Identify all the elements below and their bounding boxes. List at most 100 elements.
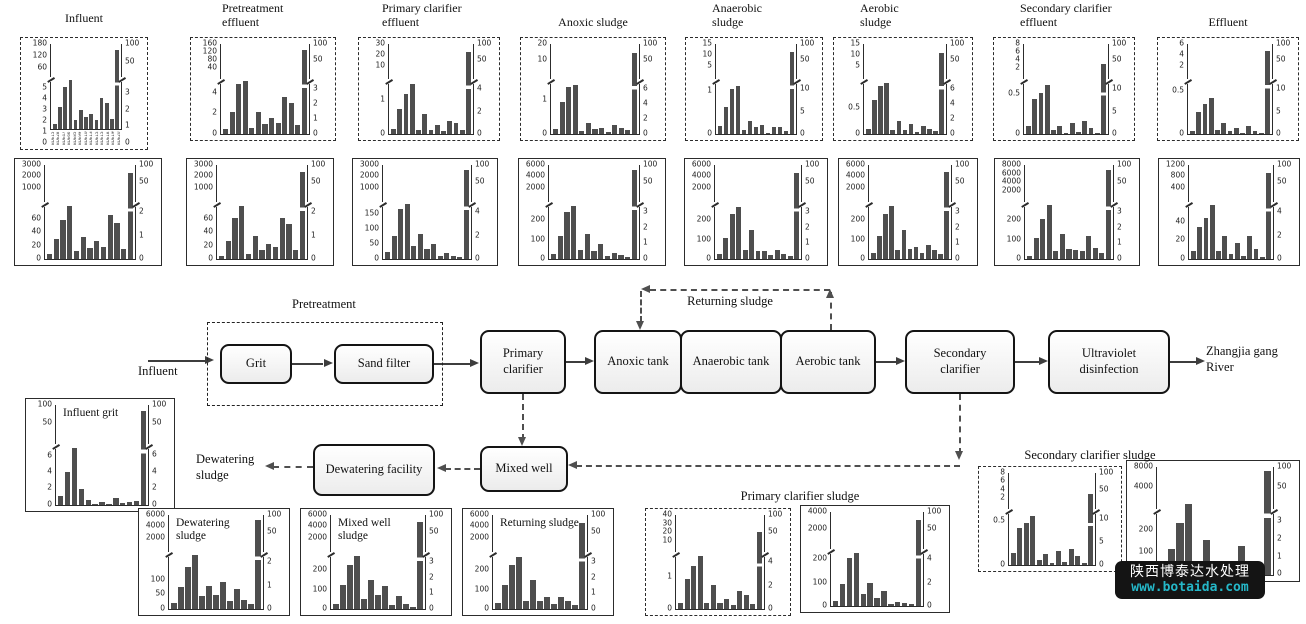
axis-tick-label: 4000 <box>307 520 327 530</box>
bar <box>1196 111 1202 134</box>
bar <box>87 247 93 259</box>
arrowhead-down-icon <box>636 321 644 330</box>
axis-tick-label: 2000 <box>1001 184 1021 194</box>
axis-tick-label: 2000 <box>691 181 711 191</box>
bar <box>453 123 459 134</box>
bar <box>1082 121 1088 134</box>
axis-tick-label: 100 <box>477 38 492 48</box>
bar <box>753 126 759 134</box>
bar <box>1044 85 1050 134</box>
axis-tick-label: 0 <box>475 253 480 263</box>
axis-tick-label: 0 <box>542 128 547 138</box>
bar <box>171 603 177 609</box>
bar <box>1221 123 1227 134</box>
returning-sludge-line-vertical-left <box>640 291 642 322</box>
axis-tick-label: 3 <box>1117 206 1122 216</box>
axis-break-mark <box>827 548 834 554</box>
axis-tick-label: 0 <box>1016 253 1021 263</box>
bar <box>565 601 571 609</box>
axis-tick-label: 100 <box>429 509 444 519</box>
axis-tick-label: 2000 <box>145 531 165 541</box>
axis-break-mark <box>711 201 718 207</box>
bar <box>618 127 624 134</box>
bar <box>890 130 896 134</box>
axis-tick-label: 2000 <box>307 531 327 541</box>
bar <box>416 129 421 134</box>
watermark-url-link[interactable]: www.botaida.com <box>1131 579 1249 595</box>
bar <box>104 102 109 129</box>
bar <box>63 86 68 129</box>
bar <box>1253 248 1259 259</box>
axis-tick-label: 40 <box>31 226 41 236</box>
bar <box>100 246 107 259</box>
chart-title: Returning sludge <box>500 517 579 529</box>
axis-tick-label: 10 <box>537 54 547 64</box>
bar <box>895 249 901 259</box>
axis-break-mark <box>468 201 475 207</box>
bar <box>1208 98 1214 134</box>
bar <box>920 125 926 134</box>
arrowhead-right-icon <box>896 357 905 365</box>
axis-break-mark <box>584 551 591 557</box>
bar <box>737 591 743 609</box>
axis-tick-label: 100 <box>125 38 140 48</box>
bar <box>881 590 887 606</box>
bar <box>1215 129 1220 134</box>
arrowhead-right-icon <box>205 356 214 364</box>
axis-tick-label: 50 <box>1277 176 1287 186</box>
axis-tick-label: 100 <box>768 509 783 519</box>
bar <box>92 504 98 505</box>
axis-tick-label: 3 <box>125 87 130 97</box>
axis-tick-label: 2 <box>591 571 596 581</box>
bar <box>1069 123 1075 134</box>
primary-clarifier-sludge-label: Primary clarifier sludge <box>740 489 860 503</box>
watermark-company-name: 陕西博泰达水处理 <box>1130 564 1250 581</box>
axis-tick-label: 100 <box>364 223 379 233</box>
axis-tick-label: 8000 <box>1133 461 1153 471</box>
bar <box>736 207 742 259</box>
arrow-aerobic-to-secondary <box>876 361 897 364</box>
axis-tick-label: 100 <box>474 583 489 593</box>
bar <box>110 118 114 129</box>
bar <box>450 256 456 259</box>
axis-tick-label: 40 <box>662 509 672 519</box>
bar <box>1227 131 1233 134</box>
axis-tick-label: 100 <box>955 159 970 169</box>
bar <box>463 169 470 259</box>
arrow-grit-to-sand-filter <box>292 363 323 366</box>
axis-break-mark <box>1092 508 1099 514</box>
axis-break-mark <box>145 444 152 449</box>
axis-tick-label: 0 <box>805 253 810 263</box>
secondary-to-mixed-well-line-vertical <box>959 394 961 454</box>
axis-tick-label: 3 <box>313 83 318 93</box>
axis-tick-label: 0 <box>1015 128 1020 138</box>
bar <box>385 252 391 259</box>
axis-tick-label: 50 <box>643 176 653 186</box>
bar <box>255 519 261 609</box>
primary-to-mixed-well-line <box>522 394 524 440</box>
plot-area <box>165 515 267 610</box>
axis-tick-label: 3 <box>955 206 960 216</box>
axis-tick-label: 50 <box>800 54 810 64</box>
axis-tick-label: 50 <box>125 56 135 66</box>
bar <box>591 250 597 259</box>
bar <box>783 131 789 134</box>
mixed-well-to-facility-line <box>445 468 480 470</box>
axis-tick-label: 20 <box>537 38 547 48</box>
axis-break-mark <box>1185 201 1192 207</box>
axis-tick-label: 2 <box>950 113 955 123</box>
axis-tick-label: 30 <box>375 38 385 48</box>
bar <box>914 132 920 134</box>
plot-area <box>1184 44 1276 135</box>
bar <box>288 103 294 134</box>
axis-tick-label: 20 <box>203 239 213 249</box>
arrowhead-down-icon <box>518 437 526 446</box>
bar <box>884 82 889 134</box>
axis-tick-label: 2 <box>42 115 47 125</box>
